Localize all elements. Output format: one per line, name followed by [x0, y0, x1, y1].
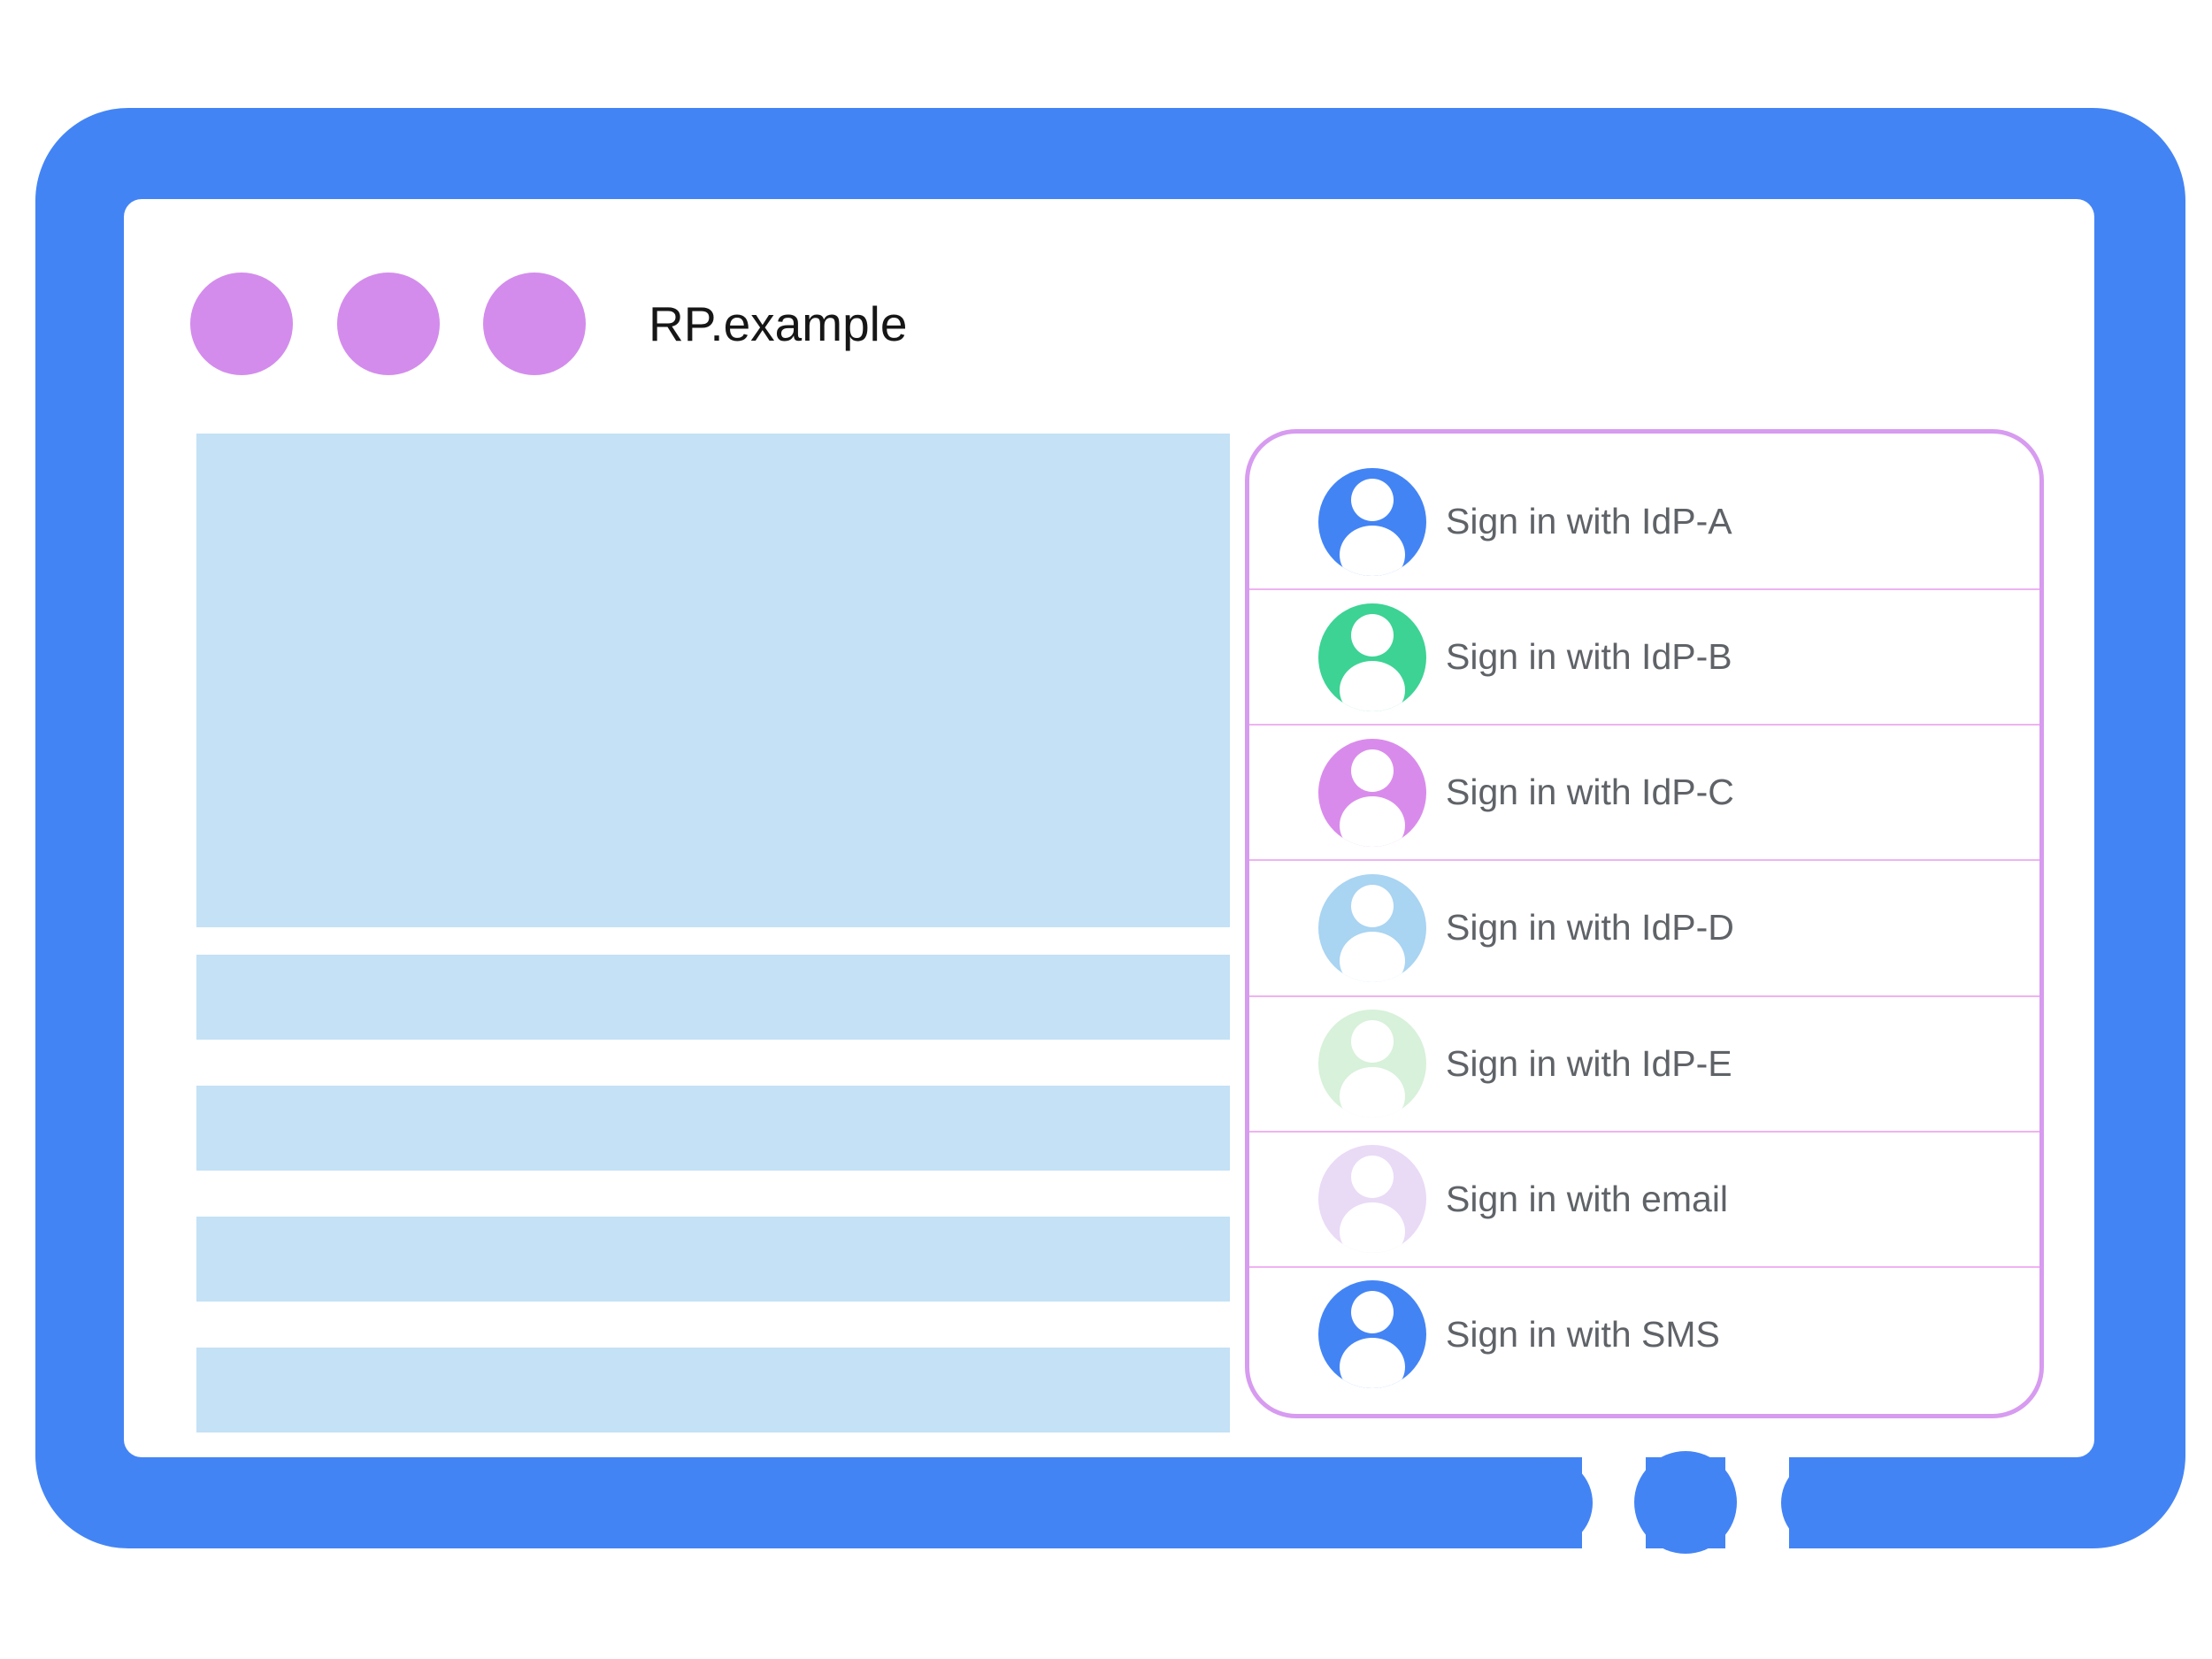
- signin-option-label: Sign in with IdP-C: [1446, 772, 1734, 813]
- signin-option-idp-a[interactable]: Sign in with IdP-A: [1249, 455, 2039, 588]
- signin-option-label: Sign in with IdP-A: [1446, 501, 1732, 542]
- signin-option-idp-d[interactable]: Sign in with IdP-D: [1249, 859, 2039, 995]
- signin-option-label: Sign in with IdP-B: [1446, 636, 1732, 678]
- signin-option-label: Sign in with IdP-E: [1446, 1042, 1732, 1084]
- user-avatar-icon: [1318, 1010, 1426, 1118]
- bezel-segment-cap-right: [1781, 1457, 1880, 1548]
- window-control-dot-3[interactable]: [483, 273, 586, 375]
- window-control-dot-1[interactable]: [190, 273, 293, 375]
- content-placeholder-row: [196, 1086, 1230, 1171]
- bezel-segment-cap-left: [1494, 1457, 1593, 1548]
- signin-option-email[interactable]: Sign in with email: [1249, 1130, 2039, 1266]
- content-placeholder-row: [196, 955, 1230, 1040]
- content-placeholder-hero: [196, 434, 1230, 927]
- signin-option-idp-b[interactable]: Sign in with IdP-B: [1249, 588, 2039, 724]
- content-placeholder-row: [196, 1348, 1230, 1432]
- user-avatar-icon: [1318, 738, 1426, 847]
- signin-option-sms[interactable]: Sign in with SMS: [1249, 1265, 2039, 1402]
- site-name: RP.example: [649, 296, 908, 351]
- user-avatar-icon: [1318, 873, 1426, 982]
- signin-option-label: Sign in with IdP-D: [1446, 907, 1734, 949]
- home-button[interactable]: [1634, 1451, 1737, 1554]
- user-avatar-icon: [1318, 1280, 1426, 1389]
- signin-option-idp-c[interactable]: Sign in with IdP-C: [1249, 724, 2039, 859]
- user-avatar-icon: [1318, 1145, 1426, 1254]
- signin-option-idp-e[interactable]: Sign in with IdP-E: [1249, 995, 2039, 1131]
- user-avatar-icon: [1318, 603, 1426, 711]
- user-avatar-icon: [1318, 467, 1426, 576]
- content-placeholder-row: [196, 1217, 1230, 1302]
- window-control-dot-2[interactable]: [337, 273, 440, 375]
- signin-option-label: Sign in with email: [1446, 1178, 1729, 1219]
- signin-option-label: Sign in with SMS: [1446, 1313, 1720, 1355]
- signin-dialog: Sign in with IdP-A Sign in with IdP-B Si…: [1245, 429, 2044, 1418]
